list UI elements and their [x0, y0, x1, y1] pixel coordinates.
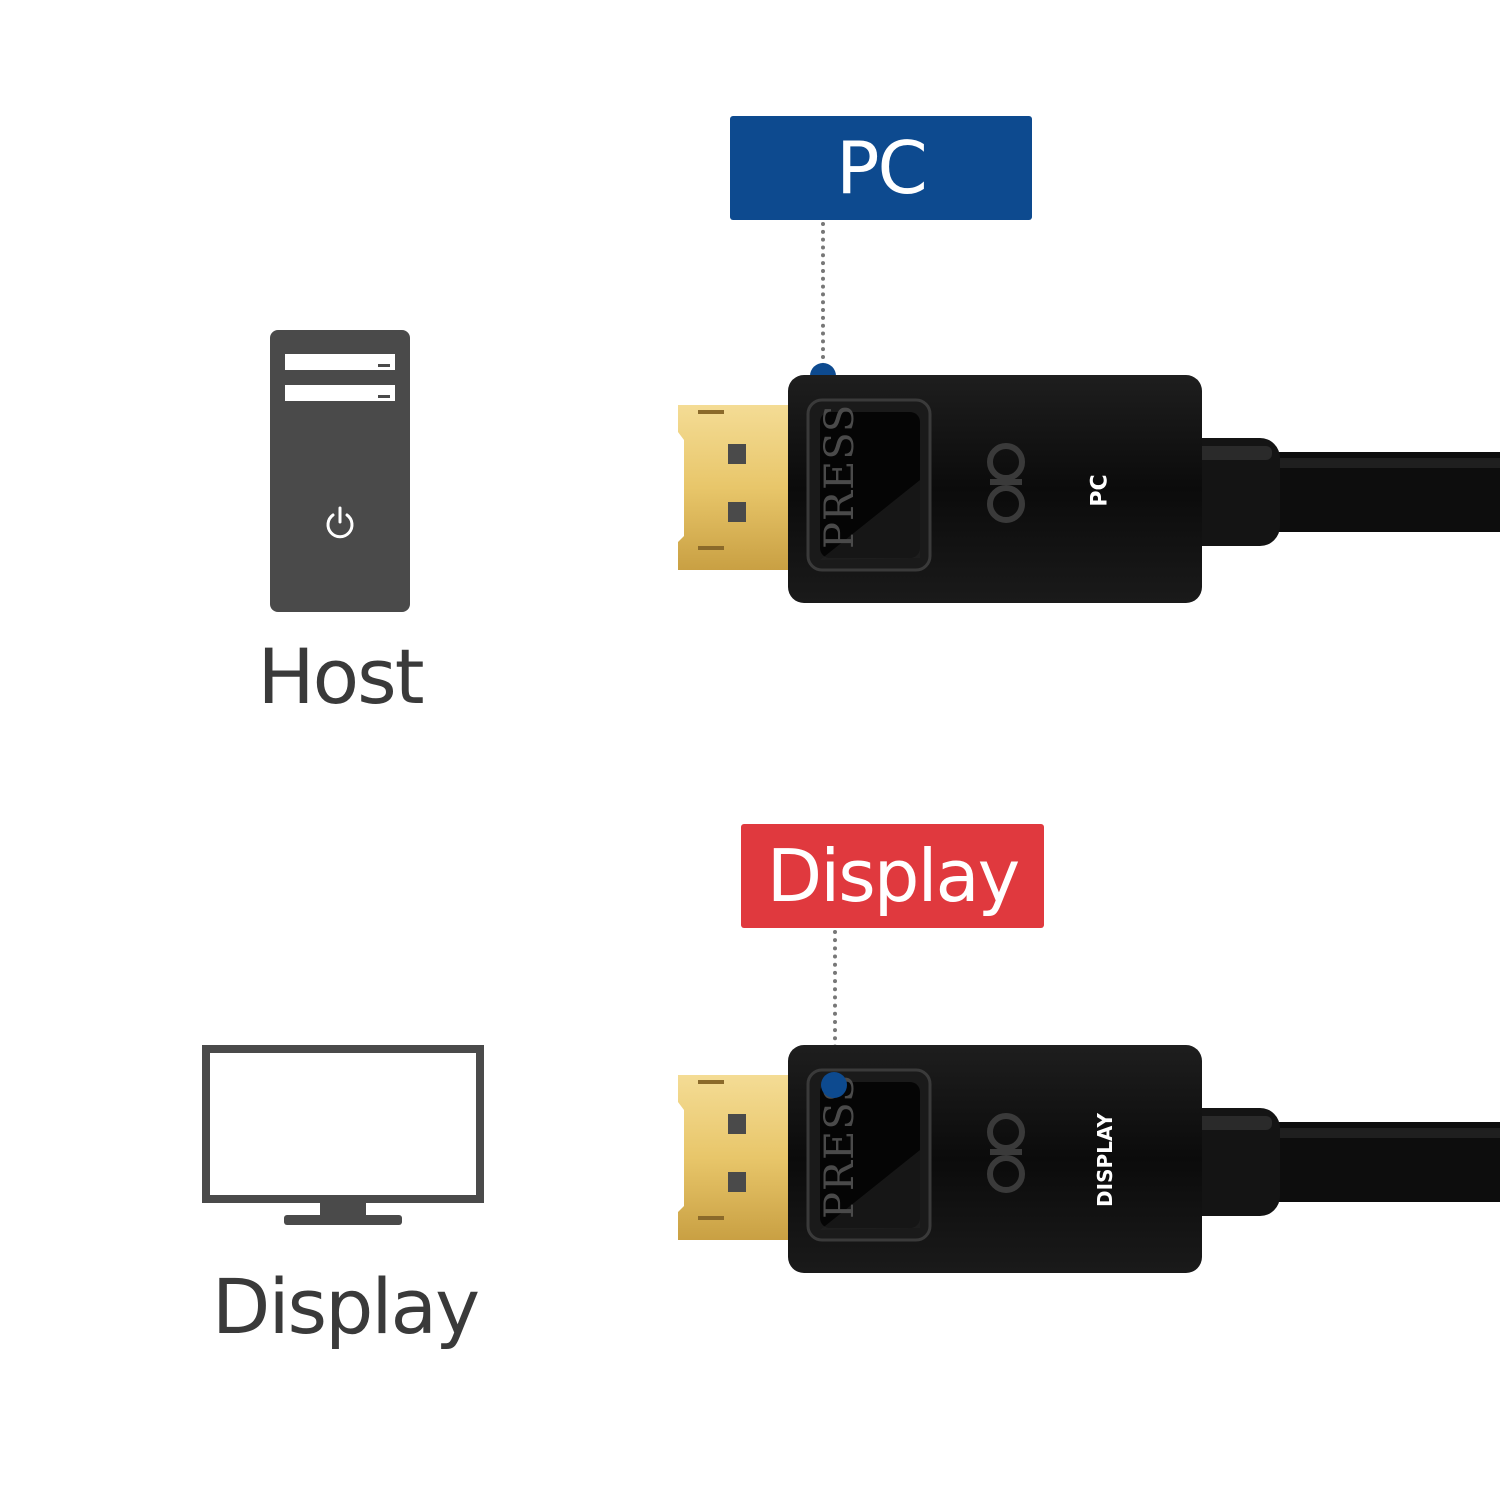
- pc-callout-label: PC: [836, 126, 928, 210]
- display-side-label: DISPLAY: [1093, 1113, 1117, 1207]
- display-callout: Display: [741, 824, 1044, 928]
- brand-logo-icon: [987, 443, 1025, 523]
- pc-side-label: PC: [1087, 474, 1113, 507]
- power-icon: [326, 506, 354, 539]
- display-device-label: Display: [211, 1262, 480, 1351]
- host-label: Host: [257, 632, 424, 721]
- pc-callout: PC: [730, 116, 1032, 220]
- press-label: PRESS: [817, 1073, 863, 1219]
- pc-callout-leader: [821, 222, 825, 367]
- pc-connector: PRESS PC: [670, 370, 1500, 610]
- display-connector: PRESS DISPLAY: [670, 1040, 1500, 1280]
- display-callout-label: Display: [766, 834, 1020, 918]
- display-callout-leader: [833, 930, 837, 1065]
- monitor-icon: [202, 1045, 484, 1227]
- display-callout-pin: [821, 1072, 847, 1098]
- press-label: PRESS: [817, 403, 863, 549]
- pc-tower-icon: [270, 330, 410, 612]
- brand-logo-icon: [987, 1113, 1025, 1193]
